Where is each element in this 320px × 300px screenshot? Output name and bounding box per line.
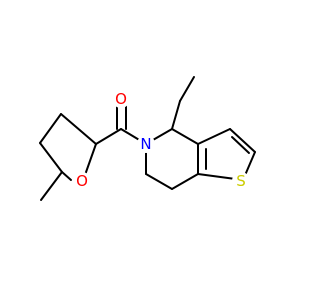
bond-oxolane-c4-c3 <box>39 113 62 144</box>
bond-oxolane-c3-c2 <box>60 113 97 145</box>
bond-c7-c6 <box>145 173 173 190</box>
bond-ethyl-methyl <box>179 76 195 102</box>
atom-ring-nitrogen: N <box>137 135 155 153</box>
atom-ring-sulfur: S <box>232 172 250 190</box>
atom-label-ring-oxygen: O <box>76 172 88 190</box>
molecule-structure: O N O S <box>39 76 256 201</box>
bond-c4-ethyl <box>171 100 181 130</box>
atom-ring-oxygen: O <box>73 172 91 190</box>
bond-c7a-c7 <box>171 173 199 190</box>
bond-methyl <box>40 171 63 201</box>
atom-label-ring-nitrogen: N <box>140 135 151 153</box>
bond-oxolane-c5-c4 <box>39 142 63 173</box>
bond-oxolane-c2-o <box>84 143 97 176</box>
bond-carbonyl-oxolane <box>95 128 122 145</box>
atom-carbonyl-oxygen: O <box>112 90 130 108</box>
bond-c3-c2-inner <box>231 136 250 154</box>
bond-oxolane-o-c5 <box>61 171 72 181</box>
bond-c3a-c3 <box>197 128 231 145</box>
atom-label-carbonyl-oxygen: O <box>115 90 127 108</box>
bond-c3-c2 <box>229 128 256 153</box>
atom-label-ring-sulfur: S <box>236 172 246 190</box>
bond-c4-c3a <box>171 128 199 145</box>
